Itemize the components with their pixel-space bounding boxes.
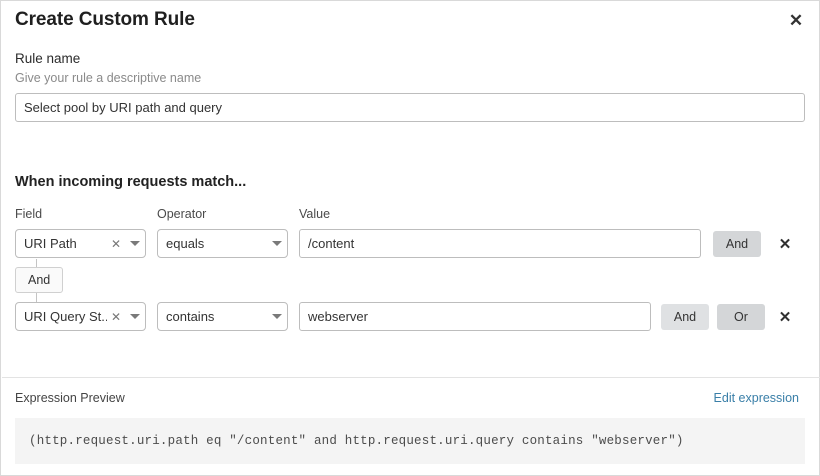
delete-condition-1-icon[interactable]: ✕: [778, 235, 792, 253]
clear-icon[interactable]: ✕: [110, 309, 121, 324]
condition-connector: And: [15, 259, 135, 303]
column-header-operator: Operator: [157, 207, 207, 221]
column-header-field: Field: [15, 207, 43, 221]
column-header-value: Value: [299, 207, 331, 221]
expression-preview-header: Expression Preview Edit expression: [1, 391, 820, 409]
connector-and-chip[interactable]: And: [15, 267, 64, 293]
preview-divider: [2, 377, 820, 378]
field-select-2[interactable]: URI Query St... ✕: [15, 302, 146, 331]
match-section-heading: When incoming requests match...: [15, 174, 247, 190]
connector-line-bottom: [36, 293, 37, 302]
expression-preview-box: (http.request.uri.path eq "/content" and…: [15, 418, 805, 464]
or-button-2[interactable]: Or: [717, 304, 765, 330]
operator-select-1[interactable]: equals: [157, 229, 288, 258]
condition-column-headers: Field Operator Value: [1, 207, 820, 223]
value-input-1[interactable]: [299, 229, 701, 258]
operator-select-1-label: equals: [166, 236, 205, 251]
rule-name-help-text: Give your rule a descriptive name: [15, 71, 202, 85]
field-select-1[interactable]: URI Path ✕: [15, 229, 146, 258]
dialog-title: Create Custom Rule: [15, 9, 195, 30]
value-input-2[interactable]: [299, 302, 651, 331]
expression-preview-text: (http.request.uri.path eq "/content" and…: [29, 434, 684, 448]
chevron-down-icon[interactable]: [267, 241, 287, 246]
expression-preview-title: Expression Preview: [15, 391, 125, 405]
rule-name-label: Rule name: [15, 51, 81, 66]
condition-row: URI Query St... ✕ contains And Or ✕: [1, 302, 820, 332]
close-icon[interactable]: ✕: [788, 10, 804, 30]
chevron-down-icon[interactable]: [125, 241, 145, 246]
edit-expression-link[interactable]: Edit expression: [713, 391, 799, 405]
field-select-2-label: URI Query St...: [24, 309, 107, 324]
connector-line-top: [36, 259, 37, 268]
and-button-2[interactable]: And: [661, 304, 709, 330]
delete-condition-2-icon[interactable]: ✕: [778, 308, 792, 326]
chevron-down-icon[interactable]: [267, 314, 287, 319]
rule-name-section: Rule name Give your rule a descriptive n…: [15, 51, 805, 122]
operator-select-2[interactable]: contains: [157, 302, 288, 331]
clear-icon[interactable]: ✕: [110, 236, 121, 251]
operator-select-2-label: contains: [166, 309, 215, 324]
condition-row: URI Path ✕ equals And ✕: [1, 229, 820, 259]
field-select-1-label: URI Path: [24, 236, 77, 251]
chevron-down-icon[interactable]: [125, 314, 145, 319]
rule-name-input[interactable]: [15, 93, 805, 122]
and-button-1[interactable]: And: [713, 231, 761, 257]
